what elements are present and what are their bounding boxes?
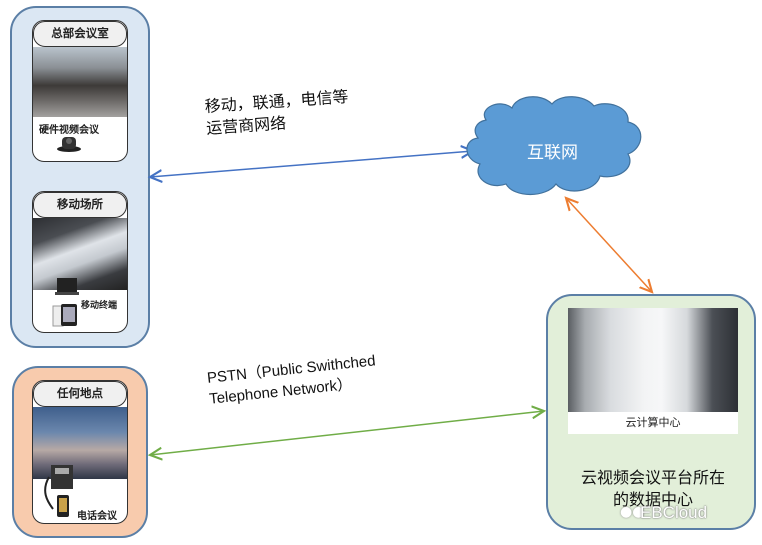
carrier-network-connector	[150, 151, 473, 177]
pstn-connector	[150, 411, 544, 455]
watermark: EBCloud	[640, 503, 708, 522]
datacenter-label-line2: 的数据中心	[612, 490, 693, 509]
mobile-caption: 移动终端	[81, 301, 118, 311]
datacenter-label-line1: 云视频会议平台所在	[580, 468, 725, 487]
server-room-photo	[568, 308, 738, 412]
hq-title: 总部会议室	[33, 21, 127, 47]
hq-meeting-room-card: 总部会议室 硬件视频会议	[32, 20, 128, 162]
hq-caption: 硬件视频会议	[39, 125, 99, 136]
laptop-tablet-icon	[52, 278, 79, 327]
cloud-icon	[466, 96, 642, 195]
train-photo	[33, 218, 127, 290]
camera-icon	[57, 137, 81, 152]
cloud-datacenter-connector	[566, 198, 652, 292]
mobile-location-card: 移动场所 移动终端	[32, 191, 128, 333]
datacenter-photo-caption: 云计算中心	[625, 416, 681, 429]
phone-icon	[44, 465, 73, 517]
hotel-photo	[33, 407, 127, 479]
wechat-icon: ●●	[620, 504, 645, 520]
cloud-computing-center-image: 云计算中心	[568, 308, 738, 434]
anywhere-title: 任何地点	[33, 381, 127, 407]
meeting-room-photo	[33, 47, 127, 117]
datacenter-label: 云视频会议平台所在 的数据中心	[556, 467, 750, 511]
mobile-title: 移动场所	[33, 192, 127, 218]
internet-label: 互联网	[527, 143, 578, 163]
anywhere-caption: 电话会议	[77, 511, 117, 522]
anywhere-card: 任何地点 电话会议	[32, 380, 128, 524]
